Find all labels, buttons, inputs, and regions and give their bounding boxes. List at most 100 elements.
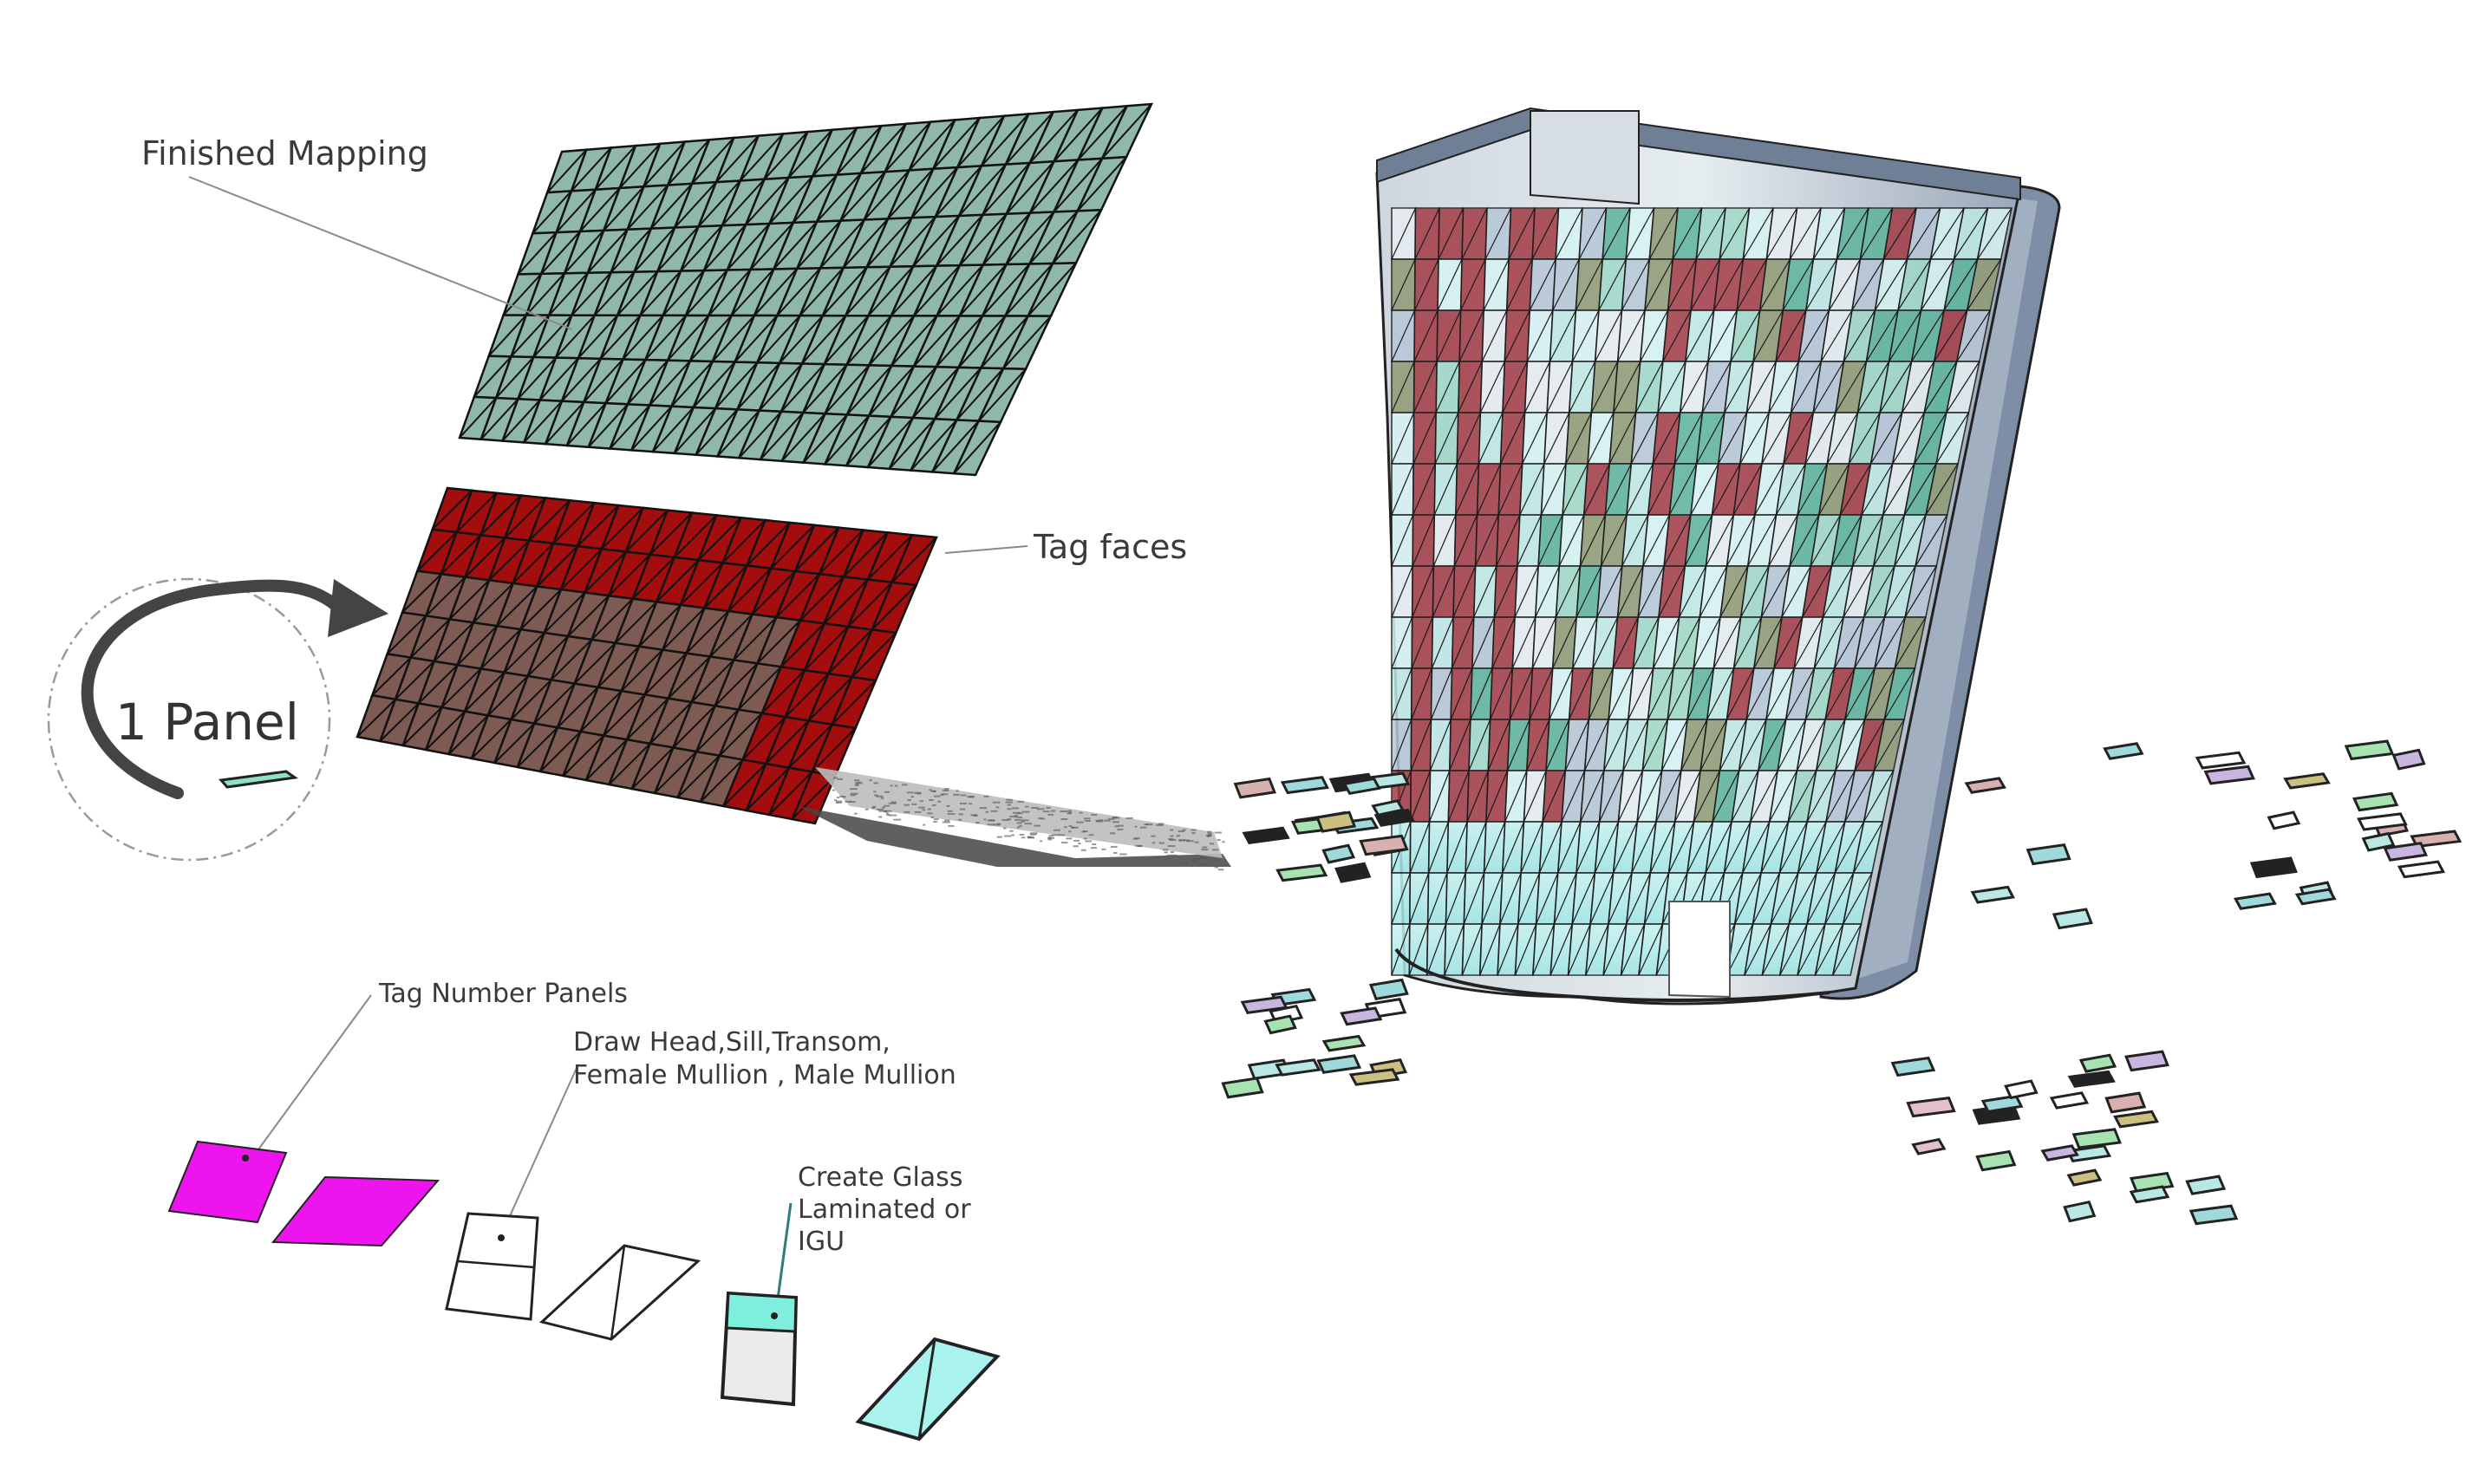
grid-diagonal <box>697 517 742 561</box>
stream-speck <box>1073 839 1080 842</box>
stream-speck <box>942 821 950 823</box>
grid-diagonal <box>583 358 624 403</box>
component-piece <box>2066 1168 2103 1187</box>
grid-diagonal <box>604 359 647 404</box>
facade-diagonal <box>1529 258 1556 311</box>
grid-diagonal <box>912 215 960 267</box>
facade-diagonal <box>1907 207 1941 260</box>
facade-diagonal <box>1777 719 1806 771</box>
grid-diagonal <box>608 554 651 596</box>
grid-diagonal <box>356 699 396 738</box>
grid-diagonal <box>871 584 917 631</box>
facade-diagonal <box>1649 821 1676 874</box>
draw-members-label-line2: Female Mullion , Male Mullion <box>573 1060 956 1090</box>
stream-speck <box>1169 829 1174 831</box>
facade-diagonal <box>1879 361 1913 413</box>
grid-diagonal <box>827 628 873 674</box>
stream-speck <box>946 804 950 807</box>
facade-diagonal <box>1391 565 1413 618</box>
stream-speck <box>959 808 966 810</box>
grid-diagonal <box>597 646 640 688</box>
facade-diagonal <box>1580 770 1605 823</box>
facade-diagonal <box>1732 463 1763 516</box>
grid-diagonal <box>839 171 886 222</box>
facade-diagonal <box>1894 514 1927 567</box>
grid-diagonal <box>626 184 669 231</box>
grid-diagonal <box>631 746 675 790</box>
facade-diagonal <box>1535 565 1560 618</box>
component-piece <box>2049 1091 2090 1110</box>
stream-speck <box>1007 808 1012 810</box>
facade-diagonal <box>1466 770 1489 823</box>
facade-diagonal <box>1760 565 1791 618</box>
stream-speck <box>1114 825 1119 828</box>
facade-diagonal <box>1789 207 1822 260</box>
stream-speck <box>1171 854 1178 856</box>
stream-speck <box>1021 819 1029 822</box>
stream-speck <box>882 806 885 809</box>
stream-speck <box>1214 866 1219 869</box>
grid-diagonal <box>539 357 579 401</box>
facade-diagonal <box>1572 309 1600 362</box>
facade-diagonal <box>1956 309 1991 362</box>
facade-diagonal <box>1603 719 1629 771</box>
grid-diagonal <box>1053 107 1104 162</box>
facade-diagonal <box>1699 719 1728 771</box>
stream-speck <box>1001 819 1009 822</box>
stream-speck <box>1027 836 1035 839</box>
stream-speck <box>983 818 987 821</box>
facade-diagonal <box>1712 770 1740 823</box>
component-piece <box>2124 1050 2169 1072</box>
facade-diagonal <box>1826 412 1858 465</box>
grid-diagonal <box>539 731 582 772</box>
facade-diagonal <box>1529 667 1554 720</box>
grid-diagonal <box>745 177 790 225</box>
facade-diagonal <box>1628 667 1654 720</box>
facade-diagonal <box>1465 821 1487 874</box>
facade-diagonal <box>1813 616 1844 669</box>
facade-diagonal <box>1549 923 1573 976</box>
facade-diagonal <box>1824 667 1856 720</box>
stream-speck <box>1091 814 1098 817</box>
facade-diagonal <box>1662 309 1692 362</box>
facade-diagonal <box>1504 770 1528 823</box>
grid-diagonal <box>579 187 621 232</box>
component-piece <box>1263 1014 1297 1035</box>
grid-diagonal <box>544 591 586 634</box>
facade-diagonal <box>1864 667 1895 720</box>
facade-diagonal <box>1391 258 1416 311</box>
stream-speck <box>993 823 1001 826</box>
facade-diagonal <box>1613 361 1641 413</box>
facade-diagonal <box>1892 412 1925 465</box>
facade-diagonal <box>1450 667 1473 720</box>
facade-diagonal <box>1806 770 1836 823</box>
grid-diagonal <box>796 219 842 270</box>
grid-diagonal <box>910 166 958 218</box>
facade-diagonal <box>1802 565 1832 618</box>
grid-diagonal <box>1076 156 1127 212</box>
facade-diagonal <box>1596 565 1623 618</box>
facade-diagonal <box>1410 770 1432 823</box>
grid-diagonal <box>719 713 763 757</box>
stream-speck <box>953 793 960 796</box>
facade-diagonal <box>1410 719 1432 771</box>
grid-diagonal <box>890 315 938 367</box>
facade-diagonal <box>1532 923 1556 976</box>
grid-diagonal <box>649 360 691 407</box>
facade-diagonal <box>1621 923 1646 976</box>
grid-diagonal <box>824 315 870 365</box>
facade-diagonal <box>1685 309 1715 362</box>
stream-speck <box>987 823 995 826</box>
facade-diagonal <box>1761 412 1792 465</box>
facade-diagonal <box>1499 872 1522 925</box>
facade-diagonal <box>1653 616 1680 669</box>
stream-speck <box>1046 806 1051 809</box>
facade-diagonal <box>1752 872 1780 925</box>
stream-speck <box>1199 856 1205 858</box>
facade-diagonal <box>1839 463 1872 516</box>
grid-diagonal <box>756 620 801 665</box>
facade-diagonal <box>1391 719 1412 771</box>
facade-diagonal <box>1754 463 1784 516</box>
grid-diagonal <box>824 364 871 414</box>
grid-diagonal <box>464 537 506 578</box>
